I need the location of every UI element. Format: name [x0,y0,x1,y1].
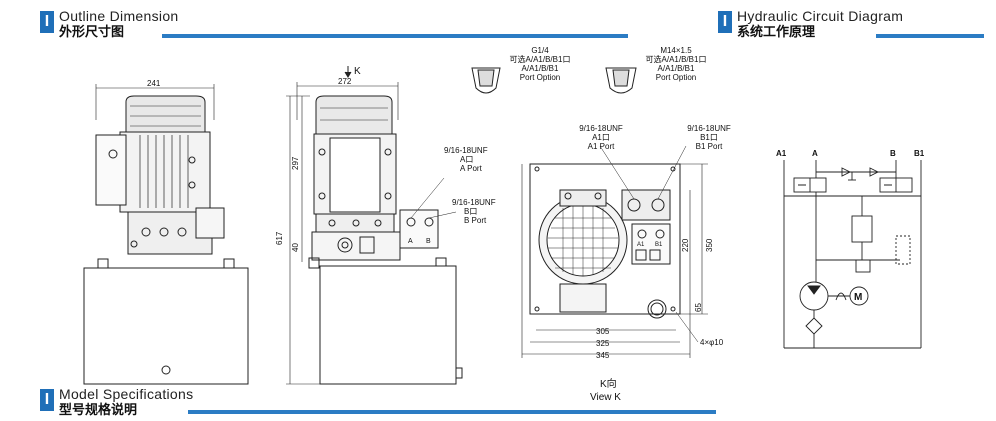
circuit-title-cn: 系统工作原理 [737,24,816,39]
outline-underline [162,34,628,38]
top-port-a1-label: 9/16-18UNF A1口 A1 Port [579,124,623,151]
section-marker: I [40,11,54,33]
port-option-2: M14×1.5 可选A/A1/B/B1口 A/A1/B/B1 Port Opti… [636,46,716,82]
front-port-letter-a: A [408,238,413,245]
side-width-dim: 241 [147,79,161,88]
outline-title-en: Outline Dimension [59,8,179,24]
front-port-b-label: 9/16-18UNF B口 B Port [452,198,496,225]
circuit-label-b1: B1 [914,149,925,158]
port-option-ports: A/A1/B/B1 [521,64,559,73]
top-holes: 4×φ10 [700,338,724,347]
outline-header: I Outline Dimension 外形尺寸图 [40,9,179,38]
port-option-1: G1/4 可选A/A1/B/B1口 A/A1/B/B1 Port Option [500,46,580,82]
port-option-cn: 可选A/A1/B/B1口 [509,55,571,64]
circuit-underline [876,34,984,38]
view-k-cn: K向 [600,377,617,390]
port-option-ports: A/A1/B/B1 [657,64,695,73]
port-option-thread: G1/4 [531,46,549,55]
hydraulic-circuit: A1 A B B1 M [776,149,925,349]
section-marker: I [718,11,732,33]
front-port-a-label: 9/16-18UNF A口 A Port [444,146,488,173]
top-port-letter-a1: A1 [637,242,645,248]
front-port-letter-b: B [426,238,431,245]
circuit-label-b: B [890,149,896,158]
top-dim-350: 350 [705,238,714,252]
front-height-motor: 297 [291,156,300,170]
circuit-label-a: A [812,149,818,158]
circuit-motor-label: M [854,292,862,303]
model-underline [188,410,716,414]
view-k-en: View K [590,392,621,403]
top-view: A1 B1 305 325 345 4×φ10 220 350 65 K向 Vi… [521,145,724,403]
port-option-m14-icon [605,67,637,94]
front-view: K 272 617 297 40 A B [275,66,463,385]
port-option-caption: Port Option [519,73,561,82]
port-option-caption: Port Option [655,73,697,82]
top-dim-65: 65 [694,303,703,312]
outline-title-cn: 外形尺寸图 [59,24,125,39]
top-dim-325: 325 [596,339,610,348]
front-width-dim: 272 [338,77,352,86]
circuit-title-en: Hydraulic Circuit Diagram [737,8,904,24]
side-view: 241 [83,79,249,385]
view-k-label: K [354,66,361,77]
top-dim-220: 220 [681,238,690,252]
top-dim-305: 305 [596,327,610,336]
port-option-cn: 可选A/A1/B/B1口 [645,55,707,64]
top-port-b1-label: 9/16-18UNF B1口 B1 Port [687,124,731,151]
section-marker: I [40,389,54,411]
circuit-header: I Hydraulic Circuit Diagram 系统工作原理 [718,9,903,38]
front-height-base: 40 [291,243,300,252]
front-height-total: 617 [275,231,284,245]
top-port-letter-b1: B1 [655,242,663,248]
port-option-thread: M14×1.5 [660,46,692,55]
port-option-g14-icon [471,67,501,94]
top-dim-345: 345 [596,351,610,360]
circuit-label-a1: A1 [776,149,787,158]
model-title-cn: 型号规格说明 [59,402,138,417]
model-title-en: Model Specifications [59,386,194,402]
model-header: I Model Specifications 型号规格说明 [40,387,193,416]
